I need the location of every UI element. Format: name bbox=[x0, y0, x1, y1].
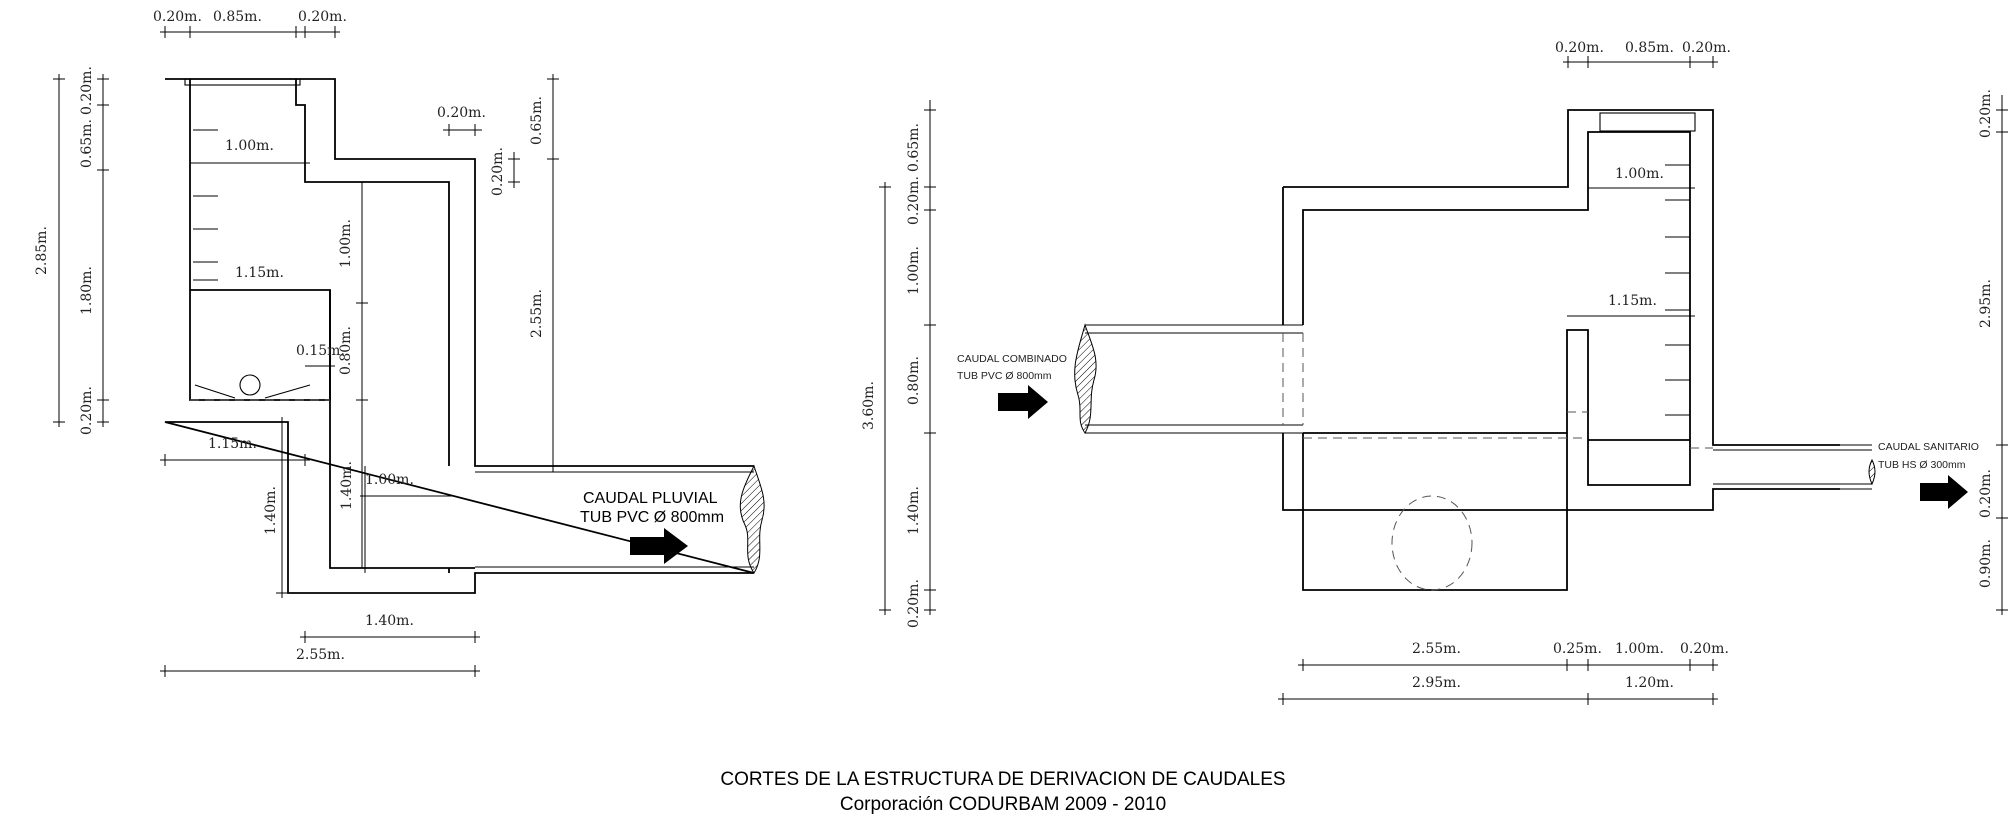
left-dim-lo-6: 2.55m. bbox=[296, 647, 345, 663]
right-inner-wall bbox=[1302, 131, 1691, 591]
left-small-pipe bbox=[239, 374, 261, 396]
right-dim-top-1: 0.20m. bbox=[1555, 40, 1604, 56]
right-dim-in-1: 1.00m. bbox=[1615, 166, 1664, 182]
right-dim-in-2: 1.15m. bbox=[1608, 293, 1657, 309]
left-top-dimension-chain: 0.20m. 0.85m. 0.20m. bbox=[153, 9, 347, 38]
left-upper-right-dimensions: 0.20m. 0.20m. 0.65m. 2.55m. bbox=[437, 74, 559, 472]
right-dim-rv-1: 0.20m. bbox=[1978, 89, 1994, 138]
right-inflow-label-1: CAUDAL COMBINADO bbox=[957, 353, 1067, 365]
left-dim-lo-3: 1.40m. bbox=[339, 461, 355, 510]
right-dim-b1-2: 0.25m. bbox=[1553, 641, 1602, 657]
left-dim-in-1: 1.00m. bbox=[225, 138, 274, 154]
left-dim-in-5: 0.80m. bbox=[338, 326, 354, 375]
right-dim-v-4: 1.00m. bbox=[906, 246, 922, 295]
right-top-dimension-chain: 0.20m. 0.85m. 0.20m. bbox=[1555, 40, 1731, 68]
right-section: CAUDAL COMBINADO TUB PVC Ø 800mm CAUDAL … bbox=[861, 40, 2008, 705]
right-outflow-label-1: CAUDAL SANITARIO bbox=[1878, 441, 1979, 453]
left-flow-label-2: TUB PVC Ø 800mm bbox=[580, 509, 724, 526]
left-dim-top-2: 0.85m. bbox=[213, 9, 262, 25]
right-dim-v-2: 0.65m. bbox=[906, 123, 922, 172]
right-ladder bbox=[1665, 164, 1690, 416]
right-bottom-dimension-chains: 2.55m. 0.25m. 1.00m. 0.20m. 2.95m. 1.20m… bbox=[1278, 641, 1729, 705]
caption-line-2: Corporación CODURBAM 2009 - 2010 bbox=[840, 794, 1166, 815]
left-dim-in-2: 1.15m. bbox=[235, 265, 284, 281]
left-ladder bbox=[193, 129, 218, 281]
left-section: CAUDAL PLUVIAL TUB PVC Ø 800mm 0.20m. 0.… bbox=[34, 9, 765, 677]
right-inner-dimensions: 1.00m. 1.15m. bbox=[1567, 166, 1695, 317]
right-dim-b2-1: 2.95m. bbox=[1412, 675, 1461, 691]
caption-line-1: CORTES DE LA ESTRUCTURA DE DERIVACION DE… bbox=[720, 769, 1285, 790]
right-inflow-pipe bbox=[1085, 324, 1303, 434]
left-dim-lo-5: 1.40m. bbox=[365, 613, 414, 629]
left-dim-top-3: 0.20m. bbox=[298, 9, 347, 25]
right-dim-rv-4: 0.90m. bbox=[1978, 539, 1994, 588]
left-dim-ur-4: 2.55m. bbox=[529, 289, 545, 338]
right-inflow-label-2: TUB PVC Ø 800mm bbox=[957, 370, 1052, 382]
right-left-vertical-dimensions: 3.60m. 0.65m. 0.20m. 1.00m. 0.80m. 1.40m… bbox=[861, 100, 936, 628]
left-dim-ur-3: 0.65m. bbox=[529, 96, 545, 145]
left-dim-v-2: 0.65m. bbox=[79, 119, 95, 168]
right-manhole-lid bbox=[1599, 112, 1696, 132]
left-inner-dimensions: 1.00m. 1.15m. 0.15m. 1.00m. 0.80m. bbox=[190, 138, 368, 568]
left-shaft-right-inner bbox=[295, 79, 450, 466]
left-lower-chamber bbox=[329, 290, 475, 573]
right-dim-b1-1: 2.55m. bbox=[1412, 641, 1461, 657]
right-dim-v-1: 3.60m. bbox=[861, 381, 877, 430]
left-vertical-dimension-chain: 2.85m. 0.65m. 0.20m. 1.80m. 0.20m. bbox=[34, 66, 109, 435]
left-dim-v-4: 1.80m. bbox=[79, 266, 95, 315]
right-right-vertical-dimensions: 0.20m. 2.95m. 0.20m. 0.90m. bbox=[1978, 89, 2008, 615]
left-dim-lo-2: 1.40m. bbox=[263, 486, 279, 535]
left-dim-top-1: 0.20m. bbox=[153, 9, 202, 25]
left-flow-label-1: CAUDAL PLUVIAL bbox=[583, 490, 718, 507]
right-outflow-arrow bbox=[1920, 475, 1968, 509]
right-dim-v-7: 0.20m. bbox=[906, 579, 922, 628]
right-dim-v-3: 0.20m. bbox=[906, 176, 922, 225]
right-dim-top-3: 0.20m. bbox=[1682, 40, 1731, 56]
right-dim-rv-3: 0.20m. bbox=[1978, 469, 1994, 518]
left-lower-dimensions: 1.15m. 1.40m. 1.40m. 1.00m. 1.40m. 2.55m… bbox=[160, 417, 480, 677]
right-outflow-pipe bbox=[1713, 444, 1872, 490]
right-inflow-hatch bbox=[1074, 323, 1097, 434]
left-dim-ur-1: 0.20m. bbox=[437, 105, 486, 121]
right-inflow-arrow bbox=[998, 385, 1048, 419]
left-manhole-lid bbox=[184, 78, 301, 86]
right-hidden-pipe bbox=[1391, 495, 1473, 591]
right-dim-rv-2: 2.95m. bbox=[1978, 279, 1994, 328]
left-dim-v-5: 0.20m. bbox=[79, 386, 95, 435]
right-dim-b2-2: 1.20m. bbox=[1625, 675, 1674, 691]
left-pipe-end-hatch bbox=[739, 464, 765, 574]
left-dim-in-4: 1.00m. bbox=[338, 219, 354, 268]
left-dim-lo-1: 1.15m. bbox=[208, 436, 257, 452]
left-dim-v-1: 2.85m. bbox=[34, 226, 50, 275]
left-dim-v-3: 0.20m. bbox=[79, 66, 95, 115]
left-flow-arrow bbox=[630, 528, 688, 564]
right-dim-b1-4: 0.20m. bbox=[1680, 641, 1729, 657]
left-dim-lo-4: 1.00m. bbox=[365, 472, 414, 488]
right-dim-b1-3: 1.00m. bbox=[1615, 641, 1664, 657]
left-dim-ur-2: 0.20m. bbox=[490, 147, 506, 196]
right-dim-v-5: 0.80m. bbox=[906, 356, 922, 405]
right-dim-top-2: 0.85m. bbox=[1625, 40, 1674, 56]
left-dim-in-3: 0.15m. bbox=[296, 343, 345, 359]
right-outflow-label-2: TUB HS Ø 300mm bbox=[1878, 459, 1966, 471]
right-dim-v-6: 1.40m. bbox=[906, 486, 922, 535]
